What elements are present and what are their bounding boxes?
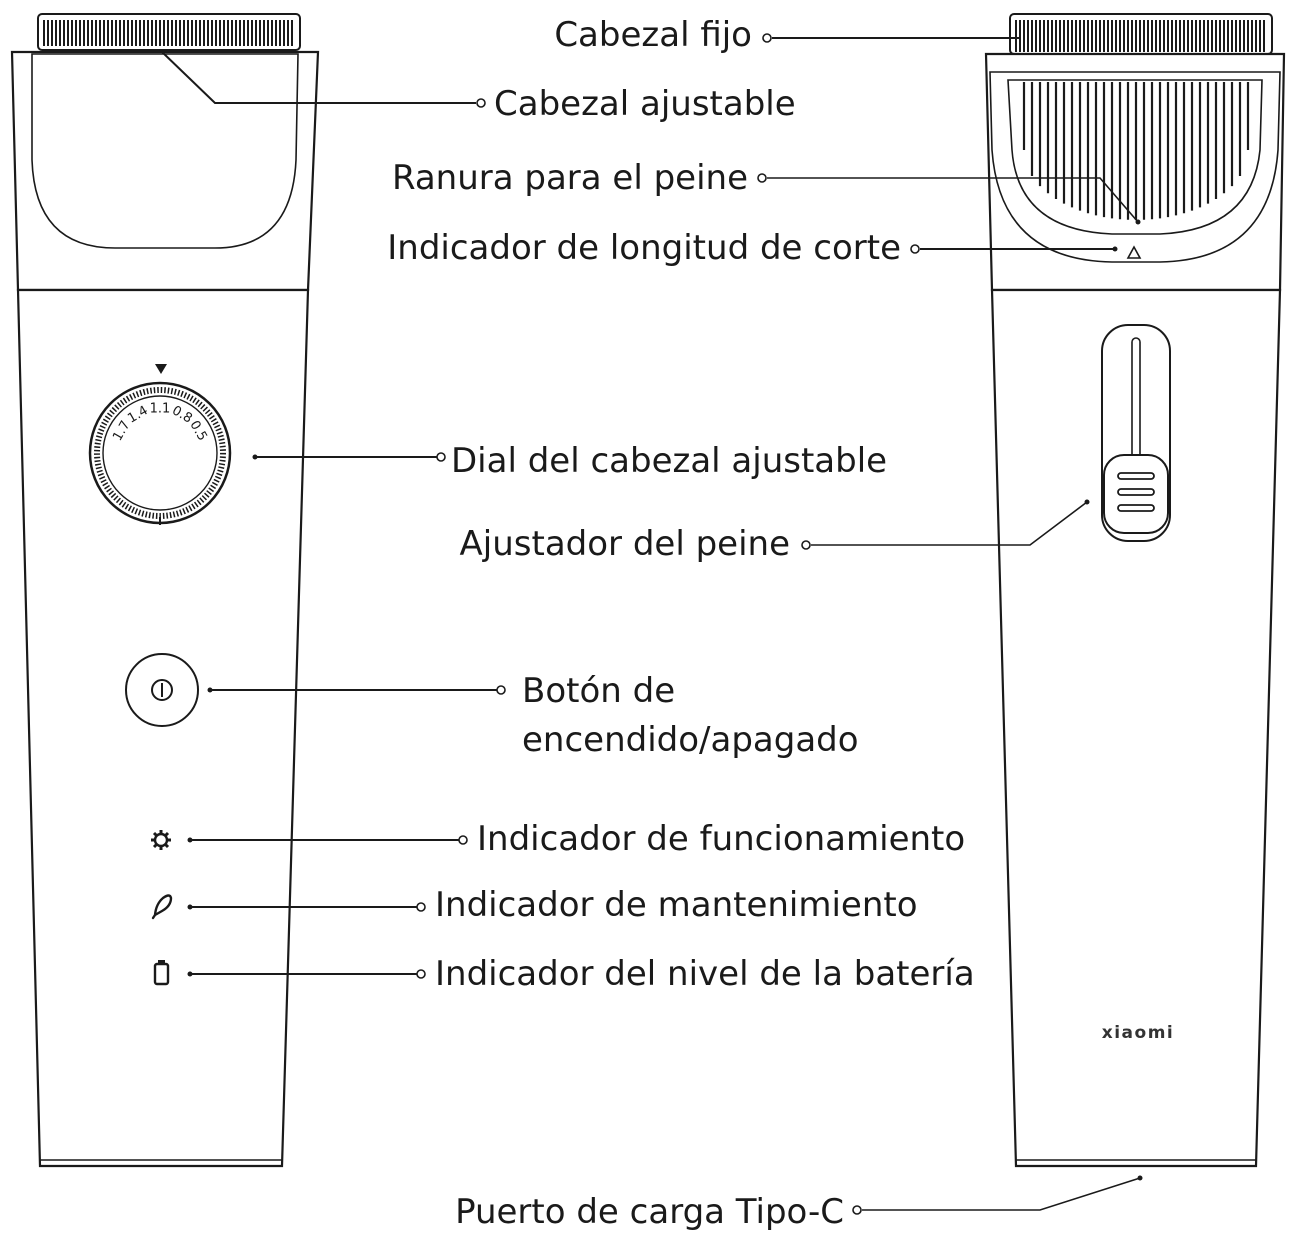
comb-adjuster-slider[interactable] [1101,324,1171,542]
label-battery-indicator: Indicador del nivel de la batería [435,954,975,994]
brand-logo: xiaomi [1102,1023,1174,1043]
comb-teeth [1022,82,1250,220]
front-blade [37,13,301,51]
label-dial: Dial del cabezal ajustable [451,441,887,481]
label-adjustable-head: Cabezal ajustable [494,84,796,124]
adjustable-head-shape [31,53,299,249]
back-blade [1009,13,1273,55]
front-trimmer: 1.71.41.10.80.5 [10,13,320,1168]
label-fixed-head: Cabezal fijo [554,15,752,55]
label-operation-indicator: Indicador de funcionamiento [477,819,965,859]
gear-icon [151,830,171,850]
dial-mark: 1.1 [150,402,171,417]
comb-frame [989,71,1281,263]
triangle-indicator-icon [1126,245,1142,259]
power-icon [151,679,173,701]
labels: Cabezal fijo Cabezal ajustable Ranura pa… [387,15,974,1232]
back-trimmer: xiaomi [984,13,1286,1168]
comb-slot [1007,79,1263,235]
label-maintenance-indicator: Indicador de mantenimiento [435,885,918,925]
front-head [10,50,320,292]
label-comb-adjuster: Ajustador del peine [460,524,790,564]
maintenance-icon [151,894,173,920]
label-power-button-line1: Botón de [522,671,675,711]
label-length-indicator: Indicador de longitud de corte [387,228,901,268]
adjustable-head-dial[interactable]: 1.71.41.10.80.5 [88,381,232,525]
power-button[interactable] [125,653,199,727]
label-power-button-line2: encendido/apagado [522,720,859,760]
front-handle [16,288,310,1168]
callout-lines [159,33,1143,1215]
back-handle [990,288,1282,1168]
label-comb-slot: Ranura para el peine [392,158,748,198]
dial-pointer-icon [155,364,167,374]
battery-icon [153,960,170,986]
label-charging-port: Puerto de carga Tipo-C [455,1192,844,1232]
